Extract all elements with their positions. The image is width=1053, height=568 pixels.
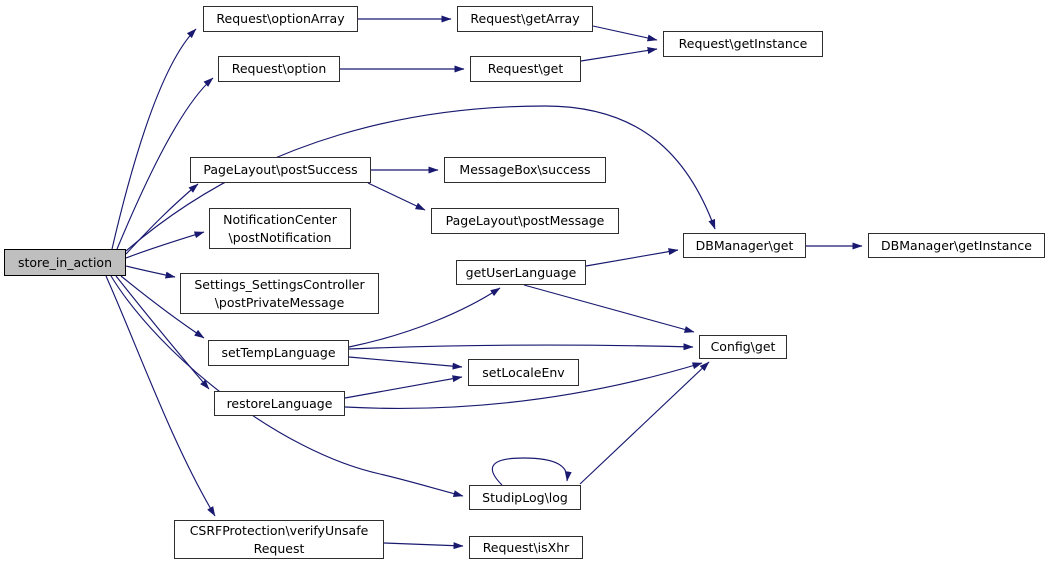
node-get[interactable]: Request\get (470, 56, 581, 82)
edge-get-to-getInstance (580, 47, 658, 62)
node-label: store_in_action (18, 254, 112, 270)
edge-store-to-optionArray (111, 28, 197, 250)
edge-self-loop-studipLog (491, 457, 572, 486)
node-label: Request\optionArray (216, 11, 345, 26)
node-msgSuccess[interactable]: MessageBox\success (444, 157, 606, 183)
node-label: setTempLanguage (221, 345, 336, 360)
node-postNotification[interactable]: NotificationCenter \postNotification (209, 208, 351, 249)
node-option[interactable]: Request\option (218, 56, 340, 82)
edge-studipLog-to-configGet (579, 361, 710, 485)
node-postPrivate[interactable]: Settings_SettingsController \postPrivateM… (180, 273, 379, 314)
node-label: NotificationCenter (223, 211, 337, 227)
node-dbget[interactable]: DBManager\get (683, 233, 806, 258)
edge-store-to-postNotification (125, 231, 205, 259)
edge-store-to-postSuccess (125, 183, 199, 255)
node-label: Request (253, 540, 305, 556)
node-label: PageLayout\postMessage (445, 213, 605, 228)
node-isXhr[interactable]: Request\isXhr (469, 536, 583, 559)
node-store[interactable]: store_in_action (4, 249, 126, 276)
edge-store-to-restore (115, 275, 210, 390)
node-label: Config\get (710, 339, 776, 354)
edge-setTemp-to-getUser (348, 287, 501, 348)
node-label: StudipLog\log (482, 489, 568, 505)
edge-store-to-setTemp (120, 275, 205, 339)
edge-getArray-to-getInstance (592, 25, 658, 42)
node-optionArray[interactable]: Request\optionArray (203, 6, 358, 32)
node-label: setLocaleEnv (482, 364, 565, 380)
node-label: PageLayout\postSuccess (203, 162, 358, 177)
node-label: Settings_SettingsController (194, 276, 365, 292)
edge-csrf-to-isXhr (383, 542, 464, 550)
node-label: Request\option (231, 61, 327, 76)
node-label: \postPrivateMessage (214, 294, 345, 310)
node-getUser[interactable]: getUserLanguage (456, 260, 586, 285)
node-label: getUserLanguage (465, 264, 577, 280)
edge-getUser-to-configGet (523, 284, 695, 333)
node-label: Request\isXhr (482, 539, 570, 555)
edge-setTemp-to-setLocale (348, 356, 463, 370)
edge-restore-to-configGet (344, 362, 703, 409)
edge-setTemp-to-configGet (348, 343, 694, 351)
node-restore[interactable]: restoreLanguage (214, 391, 345, 416)
edge-store-to-postPrivate (125, 265, 176, 279)
node-postMessage[interactable]: PageLayout\postMessage (431, 208, 619, 234)
node-label: MessageBox\success (459, 162, 591, 177)
node-postSuccess[interactable]: PageLayout\postSuccess (190, 157, 371, 183)
node-configGet[interactable]: Config\get (699, 335, 787, 359)
node-label: Request\getInstance (678, 36, 808, 51)
edge-getUser-to-dbget (585, 248, 679, 267)
node-getInstance[interactable]: Request\getInstance (663, 31, 823, 57)
edge-restore-to-setLocale (344, 375, 463, 399)
node-getArray[interactable]: Request\getArray (457, 6, 593, 32)
edge-store-to-csrf (105, 275, 216, 517)
edge-store-to-studipLog (110, 275, 464, 498)
edge-store-to-option (116, 77, 214, 250)
node-label: Request\getArray (470, 11, 580, 26)
node-studipLog[interactable]: StudipLog\log (469, 485, 581, 510)
node-label: \postNotification (228, 229, 332, 245)
node-dbgetInstance[interactable]: DBManager\getInstance (868, 233, 1045, 258)
edge-postSuccess-to-postMessage (367, 182, 426, 211)
node-setTemp[interactable]: setTempLanguage (208, 340, 349, 366)
node-label: DBManager\getInstance (881, 237, 1032, 253)
node-label: DBManager\get (695, 237, 794, 253)
node-label: CSRFProtection\verifyUnsafe (189, 522, 369, 538)
node-label: Request\get (487, 61, 564, 76)
node-label: restoreLanguage (226, 395, 333, 411)
node-setLocale[interactable]: setLocaleEnv (468, 359, 579, 386)
